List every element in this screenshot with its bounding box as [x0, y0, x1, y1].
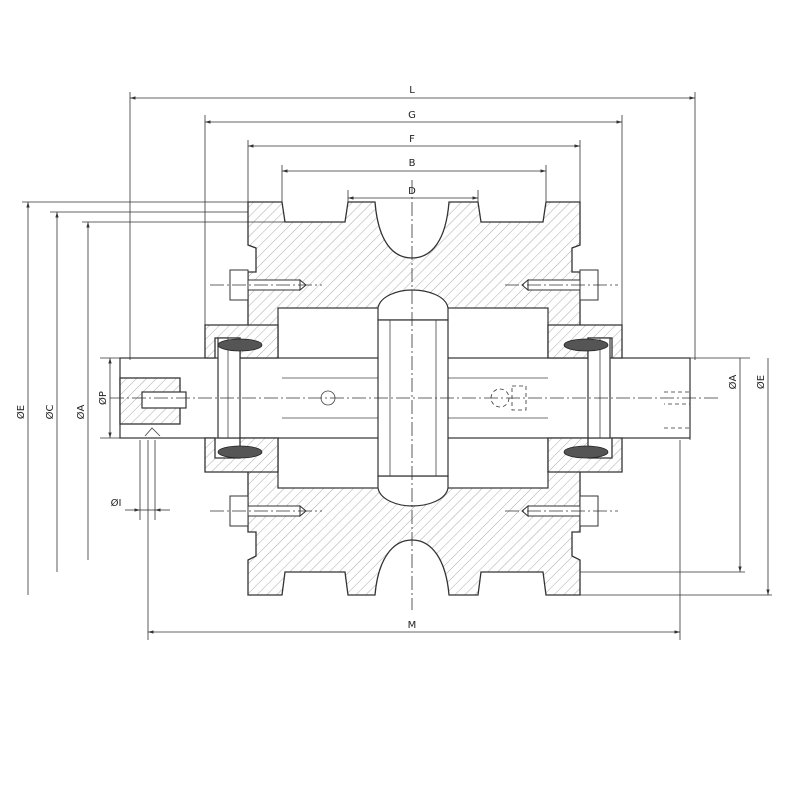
label-L: L	[409, 85, 415, 96]
dimension-lines	[26, 96, 770, 634]
right-seal-top	[563, 338, 609, 352]
label-phiE-right: ØE	[755, 375, 767, 389]
label-phiI: ØI	[111, 497, 122, 509]
right-seal-bottom	[563, 445, 609, 459]
left-bearing	[217, 337, 241, 439]
extension-lines	[22, 92, 772, 640]
right-end-hidden-2	[664, 427, 691, 440]
bushing-top	[377, 289, 449, 321]
label-D: D	[408, 186, 416, 197]
label-G: G	[408, 110, 416, 121]
shaft-lock-pin	[141, 391, 187, 409]
label-B: B	[409, 158, 416, 169]
label-M: M	[408, 620, 417, 631]
center-lines	[110, 180, 720, 610]
label-phiA-right: ØA	[727, 374, 739, 389]
label-phiC-left: ØC	[44, 405, 56, 420]
right-collar	[547, 324, 623, 473]
label-phiA-left: ØA	[75, 404, 87, 419]
bushing-bottom	[377, 475, 449, 507]
right-bearing	[587, 337, 611, 439]
left-seal-bottom	[217, 445, 263, 459]
dimension-labels: L G F B D M ØE ØC ØA ØP ØA ØE ØI	[15, 85, 767, 631]
left-collar	[204, 324, 279, 473]
shaft-chamfer	[144, 427, 161, 437]
label-phiE-left: ØE	[15, 405, 27, 419]
label-F: F	[409, 134, 415, 145]
label-phiP: ØP	[97, 391, 109, 405]
left-seal-top	[217, 338, 263, 352]
